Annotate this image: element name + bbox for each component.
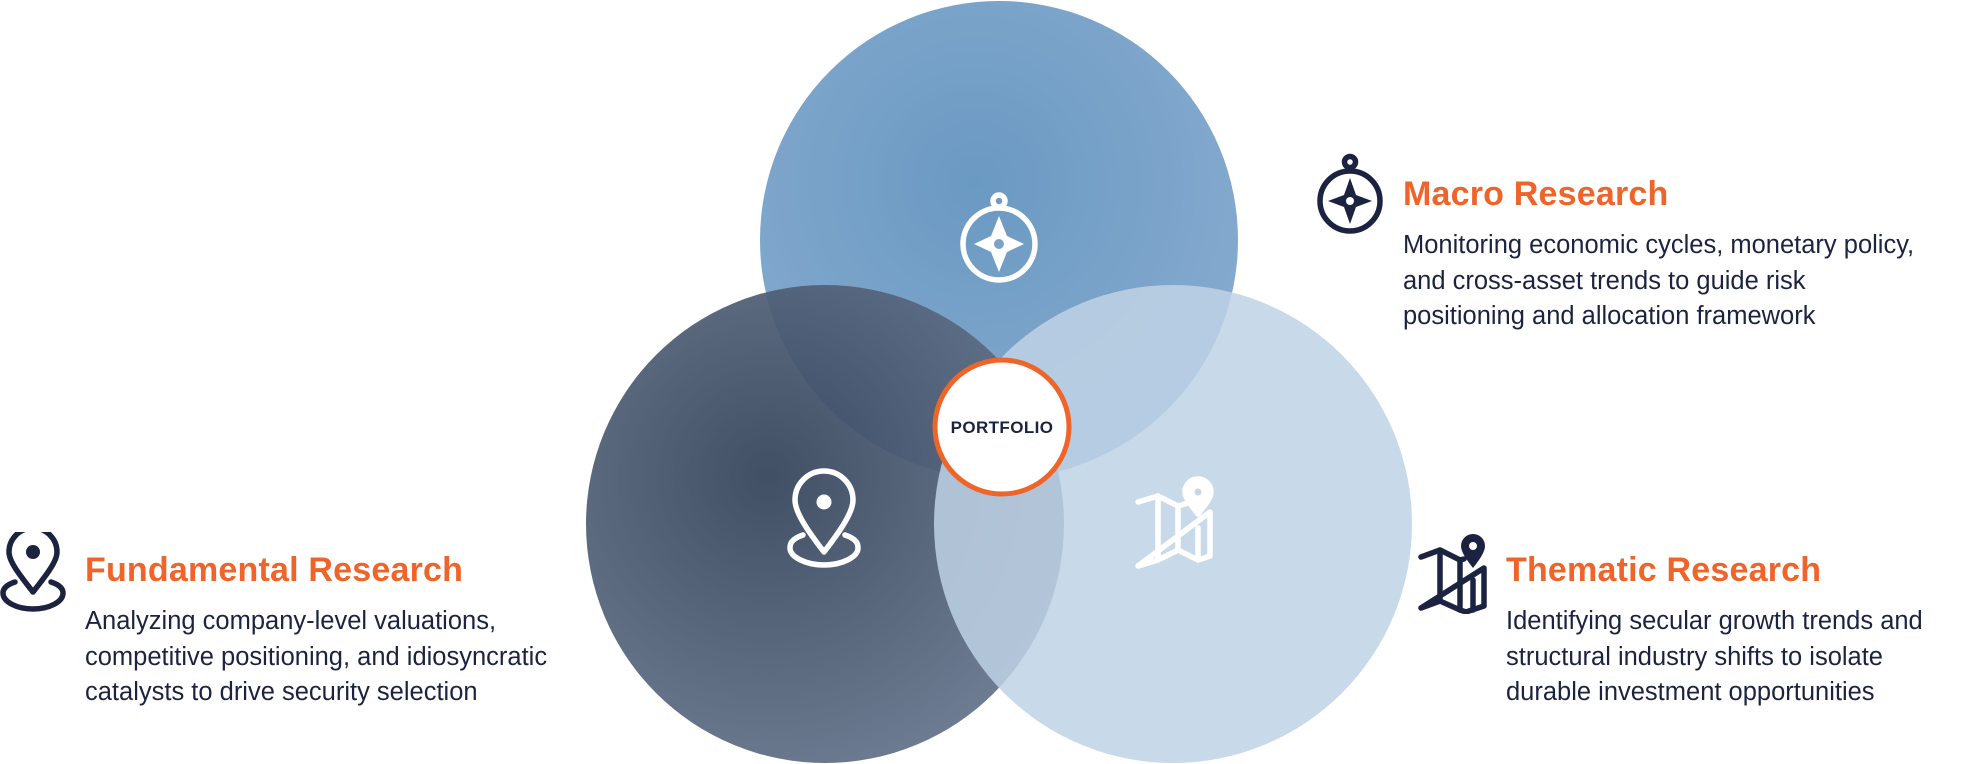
compass-icon bbox=[960, 192, 1038, 283]
thematic-circle bbox=[934, 285, 1412, 763]
location-pin-icon bbox=[0, 532, 66, 612]
compass-icon bbox=[1317, 153, 1383, 234]
thematic-research-description: Identifying secular growth trends and st… bbox=[1506, 607, 1923, 706]
macro-research-description: Monitoring economic cycles, monetary pol… bbox=[1403, 231, 1915, 330]
map-with-pin-icon bbox=[1135, 476, 1214, 569]
macro-research-title: Macro Research bbox=[1403, 175, 1669, 213]
thematic-research-block: Thematic Research Identifying secular gr… bbox=[1506, 551, 1923, 711]
fundamental-research-block: Fundamental Research Analyzing company-l… bbox=[85, 551, 547, 711]
map-with-pin-icon bbox=[1418, 534, 1487, 614]
fundamental-research-title: Fundamental Research bbox=[85, 551, 464, 589]
portfolio-label: PORTFOLIO bbox=[951, 418, 1054, 437]
location-pin-icon bbox=[787, 468, 861, 568]
fundamental-research-description: Analyzing company-level valuations, comp… bbox=[85, 607, 548, 706]
macro-research-block: Macro Research Monitoring economic cycle… bbox=[1403, 175, 1914, 335]
portfolio-badge bbox=[932, 357, 1072, 497]
thematic-research-title: Thematic Research bbox=[1506, 551, 1822, 589]
